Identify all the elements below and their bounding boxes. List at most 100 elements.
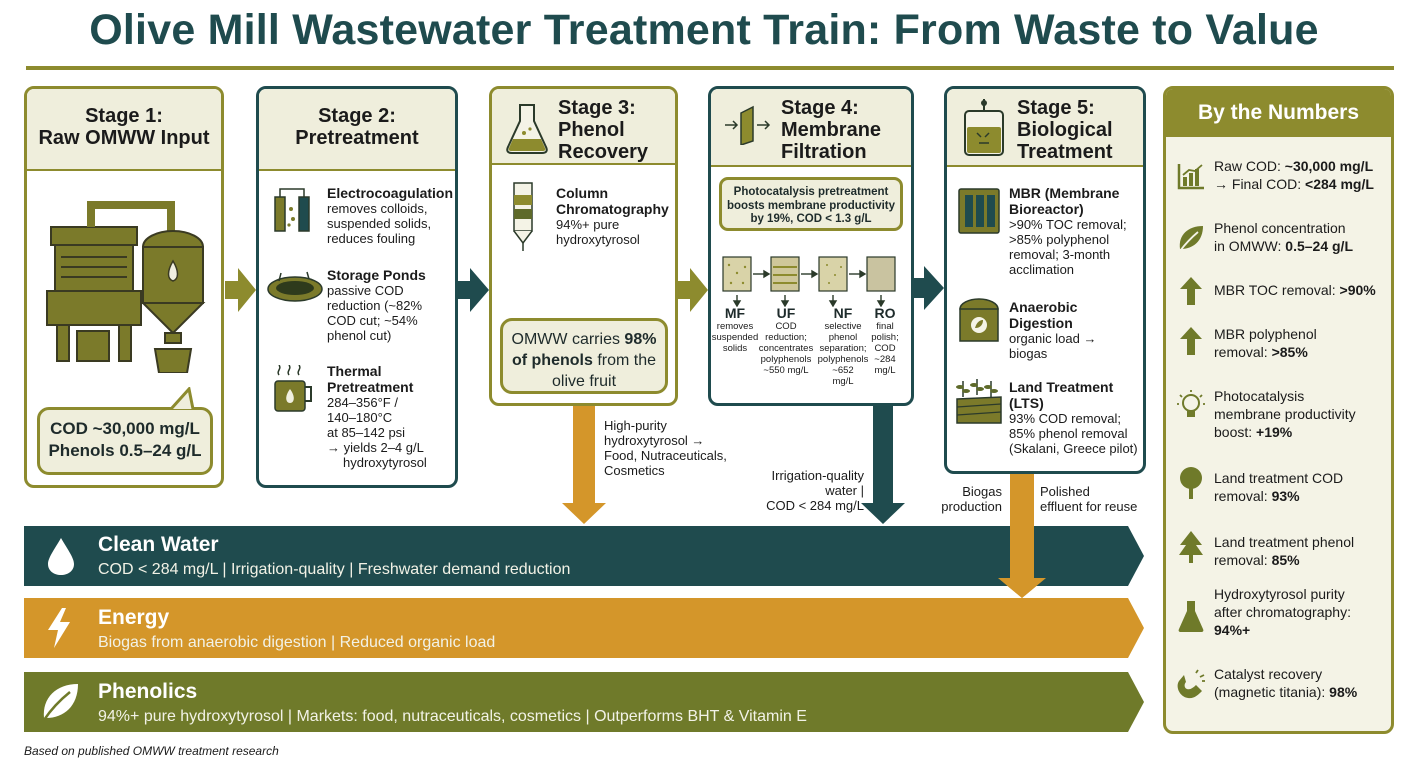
mbr-icon: [958, 188, 1000, 234]
land-treatment-title: (LTS): [1009, 395, 1044, 411]
mbr-line: >90% TOC removal;: [1009, 217, 1127, 232]
by-the-numbers-title: By the Numbers: [1197, 101, 1360, 124]
phenol-fact-text: from the: [597, 352, 657, 369]
phenolics-title: Phenolics: [98, 680, 198, 703]
land-treatment-line: (Skalani, Greece pilot): [1009, 441, 1138, 456]
arrow-up-icon: [1180, 327, 1202, 355]
bar-chart-icon: [1177, 164, 1204, 190]
by-the-numbers-header: By the Numbers: [1166, 89, 1391, 137]
stat-value: +19%: [1256, 424, 1293, 440]
arrow-stage4-5: [914, 266, 944, 310]
stat-mbr-polyphenol: MBR polyphenol removal: >85%: [1214, 325, 1391, 361]
stage-5-title: Treatment: [1017, 141, 1113, 163]
anaerobic-line: organic load →: [1009, 331, 1097, 346]
source-footnote: Based on published OMWW treatment resear…: [24, 744, 279, 758]
storage-ponds-item: Storage Ponds passive COD reduction (~82…: [327, 267, 455, 343]
stage-1-title: Raw OMWW Input: [38, 127, 210, 149]
chromatography-title: Column: [556, 185, 609, 201]
clean-water-subtitle: COD < 284 mg/L | Irrigation-quality | Fr…: [98, 561, 571, 578]
mbr-title: MBR (Membrane: [1009, 185, 1120, 201]
stage-4-number: Stage 4:: [781, 97, 859, 119]
stat-label: Raw COD:: [1214, 158, 1285, 174]
membrane-icon: [725, 105, 771, 145]
membrane-line: ~652: [832, 365, 854, 376]
chromatography-title: Chromatography: [556, 201, 669, 217]
digester-icon: [959, 298, 999, 342]
membrane-line: ~550 mg/L: [763, 365, 809, 376]
stat-value: >90%: [1339, 282, 1376, 298]
membrane-line: ~284: [874, 354, 896, 365]
anaerobic-title: Anaerobic: [1009, 299, 1078, 315]
clean-water-title: Clean Water: [98, 533, 219, 556]
pine-tree-icon: [1179, 531, 1203, 563]
by-the-numbers-panel: By the Numbers Raw COD: ~30,000 mg/L → F…: [1163, 86, 1394, 734]
photocatalysis-callout: Photocatalysis pretreatment boosts membr…: [719, 177, 903, 231]
electrocoagulation-line: suspended solids,: [327, 216, 432, 231]
electrocoagulation-line: removes colloids,: [327, 201, 428, 216]
mbr-item: MBR (Membrane Bioreactor) >90% TOC remov…: [1009, 185, 1143, 277]
storage-ponds-line: passive COD: [327, 283, 404, 298]
stat-land-phenol: Land treatment phenol removal: 85%: [1214, 533, 1391, 569]
membrane-line: solids: [722, 343, 748, 354]
membrane-line: phenol: [828, 332, 858, 343]
stat-label: MBR polyphenol: [1214, 326, 1317, 342]
membrane-down-arrows: [732, 295, 886, 307]
phenolics-subtitle: 94%+ pure hydroxytyrosol | Markets: food…: [98, 708, 807, 725]
chromatography-line: hydroxytyrosol: [556, 232, 640, 247]
photocatalysis-line: boosts membrane productivity: [726, 199, 896, 212]
stat-hydroxytyrosol: Hydroxytyrosol purity after chromatograp…: [1214, 585, 1391, 639]
thermal-line: 284–356°F /: [327, 395, 398, 410]
energy-subtitle: Biogas from anaerobic digestion | Reduce…: [98, 634, 496, 651]
stat-value: ~30,000 mg/L: [1284, 158, 1374, 174]
membrane-line: suspended: [711, 332, 759, 343]
land-treatment-line: 93% COD removal;: [1009, 411, 1121, 426]
stat-label: Photocatalysis: [1214, 388, 1305, 404]
chromatography-line: 94%+ pure: [556, 217, 620, 232]
energy-band: [24, 598, 1144, 658]
photocatalysis-line: by 19%, COD < 1.3 g/L: [750, 213, 872, 225]
stat-label: Hydroxytyrosol purity: [1214, 586, 1345, 602]
land-treatment-title: Land Treatment: [1009, 379, 1114, 395]
electrocoagulation-icon: [274, 188, 310, 232]
membrane-line: separation;: [819, 343, 867, 354]
flask-icon: [1178, 601, 1204, 632]
olive-mill-icon: [46, 201, 206, 373]
membrane-line: reduction;: [765, 332, 807, 343]
membrane-line: polyphenols: [760, 354, 812, 365]
arrow-stage2-3: [458, 268, 489, 312]
thermal-line: 140–180°C: [327, 410, 393, 425]
stage-4-card: Stage 4: Membrane Filtration Photocataly…: [708, 86, 914, 406]
phenol-fact-bubble: OMWW carries 98% of phenols from the oli…: [500, 318, 668, 394]
land-treatment-line: 85% phenol removal: [1009, 426, 1128, 441]
mbr-line: >85% polyphenol: [1009, 232, 1110, 247]
storage-ponds-title: Storage Ponds: [327, 267, 426, 283]
phenolics-band: [24, 672, 1144, 732]
phenol-fact-text: olive fruit: [551, 373, 617, 390]
phenol-flow-line: High-purity: [604, 418, 667, 433]
stage-5-card: Stage 5: Biological Treatment MBR (Membr…: [944, 86, 1146, 474]
phenol-fact-value: 98%: [624, 331, 657, 348]
thermal-line: at 85–142 psi: [327, 425, 406, 440]
electrocoagulation-line: reduces fouling: [327, 231, 416, 246]
thermal-line: hydroxytyrosol: [343, 455, 427, 470]
thermal-item: Thermal Pretreatment 284–356°F / 140–180…: [327, 363, 455, 470]
output-bands: [24, 526, 1144, 732]
stat-catalyst-recovery: Catalyst recovery (magnetic titania): 98…: [1214, 665, 1391, 701]
phenol-fact-text: OMWW carries: [511, 331, 620, 348]
stat-value: 85%: [1271, 552, 1300, 568]
biogas-flow-line: production: [941, 499, 1002, 514]
effluent-flow-label: Polished effluent for reuse: [1040, 484, 1158, 514]
stage-1-bubble: COD ~30,000 mg/L Phenols 0.5–24 g/L: [37, 407, 213, 475]
photocatalysis-line: Photocatalysis pretreatment: [733, 186, 889, 198]
clean-water-band: [24, 526, 1144, 586]
phenol-flow-label: High-purity hydroxytyrosol → Food, Nutra…: [604, 418, 754, 478]
title-divider: [26, 66, 1394, 70]
stat-label: removal:: [1214, 488, 1272, 504]
stat-label: removal:: [1214, 344, 1272, 360]
phenol-flow-line: hydroxytyrosol →: [604, 433, 705, 448]
stat-label: (magnetic titania):: [1214, 684, 1330, 700]
membrane-label: MF: [724, 305, 746, 321]
stage-4-title: Membrane: [781, 119, 882, 141]
arrow-stage3-4: [678, 268, 708, 312]
thermal-mug-icon: [274, 365, 312, 412]
